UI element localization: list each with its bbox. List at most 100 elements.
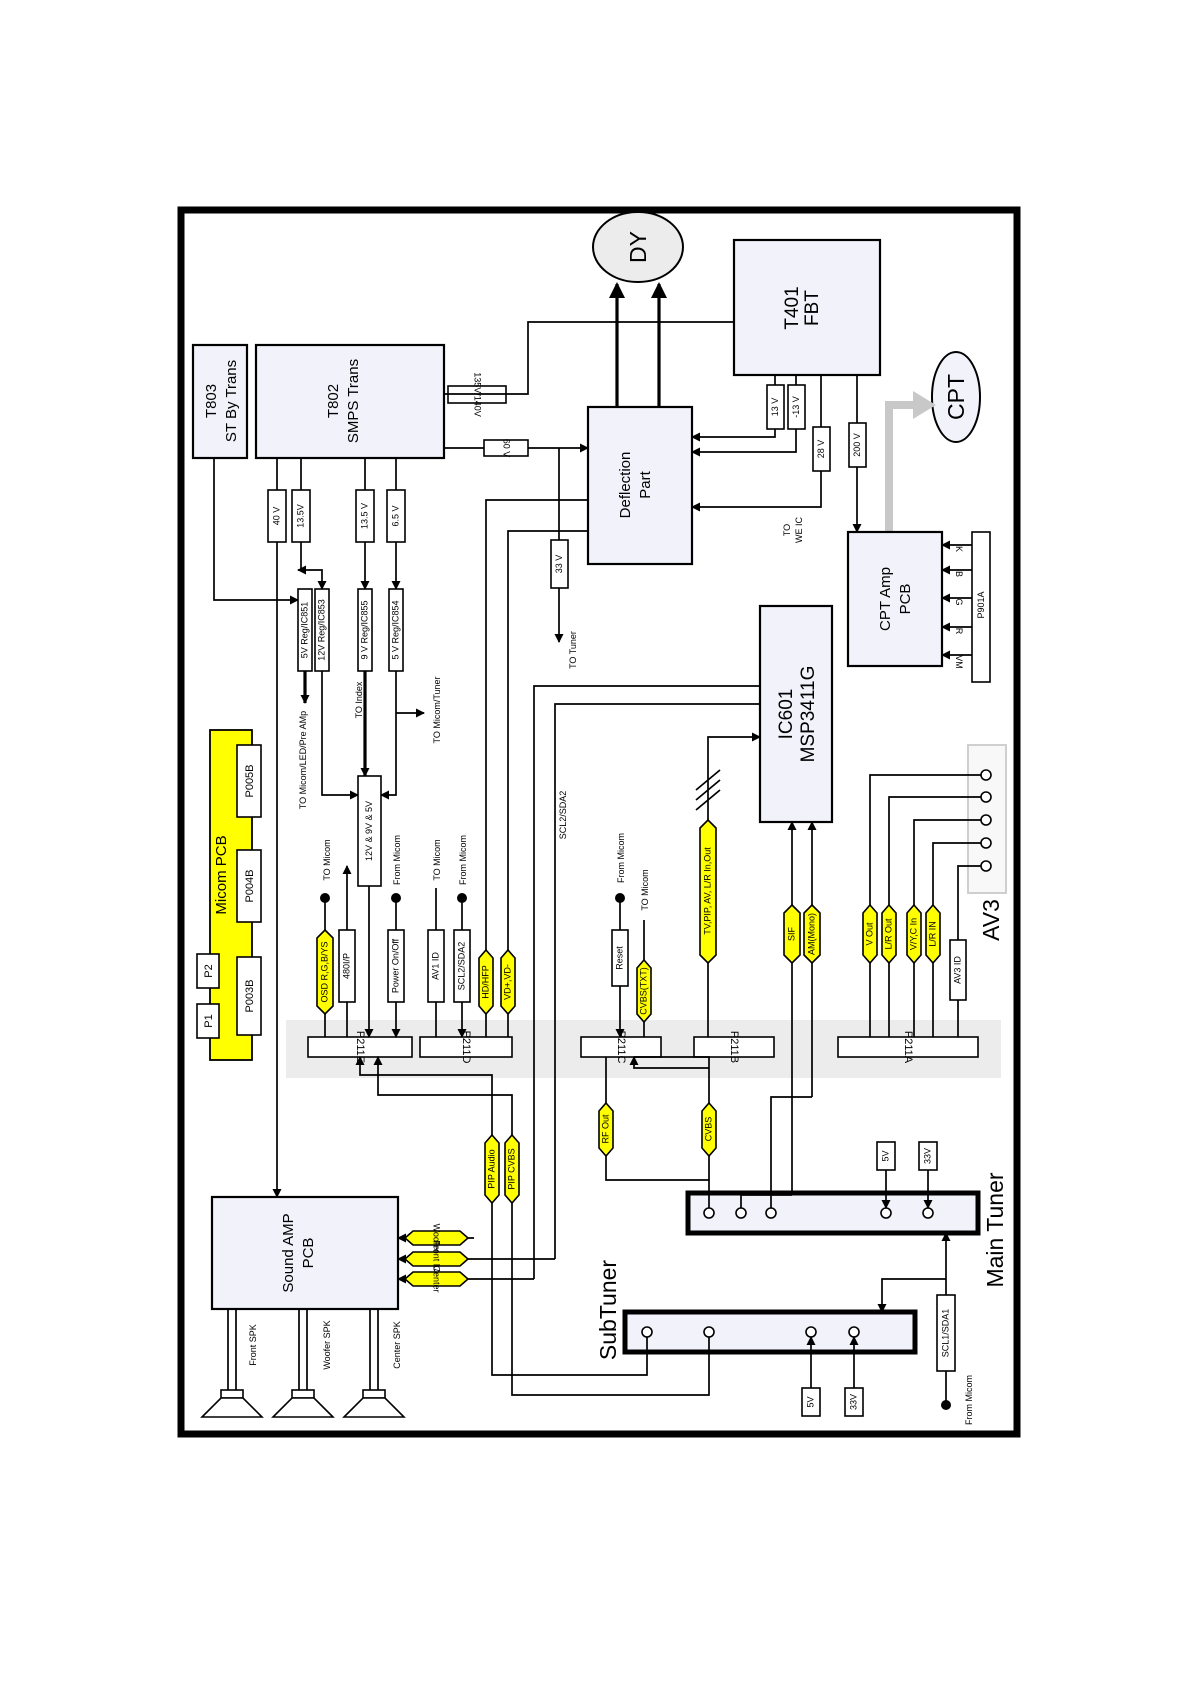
p211a-label: P211A	[902, 1031, 914, 1064]
cvbs-label: CVBS	[703, 1117, 713, 1142]
p211e-label: P211E	[354, 1031, 366, 1063]
cpt-amp-label: CPT Amp	[877, 567, 894, 631]
wire-scl1-sub	[877, 1278, 946, 1313]
woofer-label: Woofer	[432, 1224, 442, 1253]
pin-k: K	[954, 546, 964, 552]
wire-sif-tuner	[740, 1194, 792, 1208]
av3-id-label: AV3 ID	[952, 956, 962, 984]
speaker-front-icon	[200, 1389, 264, 1418]
cvbs-txt-label: CVBS(TXT)	[638, 967, 648, 1015]
main-tuner-pin-3	[765, 1207, 777, 1219]
v28-label: 28 V	[816, 440, 826, 459]
center-label: Center	[432, 1265, 442, 1292]
to-index-label: TO Index	[354, 681, 364, 718]
scl1-sda1-label: SCL1/SDA1	[940, 1309, 950, 1358]
subtuner-label: SubTuner	[595, 1260, 621, 1360]
power-from-micom-label: From Micom	[392, 835, 402, 885]
hd-hfp-tag	[478, 948, 494, 1016]
av3-label: AV3	[978, 899, 1004, 941]
main-tuner-box	[685, 1190, 981, 1236]
deflection-label: Deflection	[617, 452, 634, 519]
v-out-tag	[862, 903, 878, 965]
osd-tag	[316, 928, 334, 1016]
to-we-ic-label-2: WE IC	[794, 517, 804, 543]
vneg13-label: -13 V	[791, 396, 801, 418]
scl2-sda2-box	[453, 929, 471, 1003]
main-tuner-pin-2	[735, 1207, 747, 1219]
speaker-woofer-icon	[271, 1389, 335, 1418]
pip-cvbs-tag	[504, 1133, 520, 1205]
cpt-pcb-label: PCB	[897, 584, 914, 615]
bus-slash-1	[695, 769, 721, 791]
reset-label: Reset	[614, 946, 624, 970]
sif-label: SIF	[786, 927, 796, 942]
osd-label: OSD R,G,B/YS	[319, 941, 329, 1002]
av3-jack-2	[980, 791, 992, 803]
wire-c853-out	[321, 671, 359, 800]
main-tuner-pin-4	[880, 1207, 892, 1219]
ic601-box	[758, 604, 834, 824]
bus-slash-3	[695, 789, 721, 811]
p2-box	[196, 953, 220, 989]
sound-amp-label: Sound AMP	[280, 1213, 297, 1292]
msp-label: MSP3411G	[798, 666, 819, 763]
p005b-box	[236, 744, 262, 818]
wire-hd-hfp	[485, 499, 588, 928]
rf-out-label: RF Out	[600, 1114, 610, 1144]
scl1-terminal	[941, 1400, 951, 1410]
center-spk-label: Center SPK	[392, 1321, 402, 1369]
t803-box	[191, 343, 249, 460]
bus-slash-2	[695, 779, 721, 801]
i480-box	[338, 929, 356, 1003]
v6-5-label: 6.5 V	[390, 505, 400, 526]
part-label: Part	[637, 470, 654, 498]
pip-cvbs-label: PIP CVBS	[506, 1148, 516, 1189]
t401-fbt-box	[732, 238, 882, 377]
t802-box	[254, 343, 446, 460]
p1-label: P1	[203, 1014, 215, 1027]
p901a-label: P901A	[976, 591, 986, 618]
wire-sda2-ic	[554, 703, 760, 1259]
av3-jack-1	[980, 769, 992, 781]
power-terminal	[391, 893, 401, 903]
wire-13v	[691, 429, 776, 442]
v200-label: 200 V	[852, 433, 862, 457]
vyc-in-label: V/Y,C In	[908, 918, 918, 950]
sub-33v-label: 33V	[848, 1394, 858, 1410]
tv-pip-label: TV,PIP, AV, L/R In,Out	[702, 847, 712, 935]
ic601-label: IC601	[776, 689, 797, 740]
power-onoff-label: Power On/Off	[390, 938, 400, 993]
sound-pcb-label: PCB	[300, 1238, 317, 1269]
scl2-sda2-side-label: SCL2/SDA2	[558, 791, 568, 840]
tv-pip-tag	[699, 818, 717, 965]
t802-label: T802	[325, 384, 342, 418]
main-tuner-label: Main Tuner	[982, 1172, 1008, 1287]
p2-label: P2	[203, 964, 215, 977]
v13-5a-label: 13.5V	[295, 504, 305, 528]
scl2-from-micom-label: From Micom	[458, 835, 468, 885]
subtuner-pin-3	[805, 1326, 817, 1338]
p003b-box	[236, 956, 262, 1036]
av1-to-micom-label: TO Micom	[432, 839, 442, 880]
osd-terminal	[320, 893, 330, 903]
am-mono-label: AM(Mono)	[806, 913, 816, 955]
sif-tag	[783, 903, 801, 965]
vd-tag	[500, 948, 516, 1016]
cvbs-txt-tag	[636, 958, 652, 1024]
reset-from-micom-label: From Micom	[616, 833, 626, 883]
p005b-label: P005B	[244, 764, 256, 797]
wire-135v	[444, 321, 734, 395]
main-33v-label: 33V	[922, 1148, 932, 1164]
cpt-amp-pcb-box	[846, 530, 944, 668]
p211b-connector	[693, 1036, 775, 1058]
lr-in-label: L/R IN	[927, 921, 937, 947]
t803-label: T803	[203, 384, 220, 418]
osd-to-micom-label: TO Micom	[322, 839, 332, 880]
cvbs-tag	[701, 1101, 717, 1158]
woofer-tag	[403, 1230, 470, 1246]
sound-amp-pcb-box	[210, 1195, 400, 1311]
reg-ic851-label: 5V Reg/IC851	[299, 602, 309, 659]
speaker-center-icon	[342, 1389, 406, 1418]
scl2-sda2-label: SCL2/SDA2	[456, 942, 466, 991]
p004b-box	[236, 849, 262, 923]
